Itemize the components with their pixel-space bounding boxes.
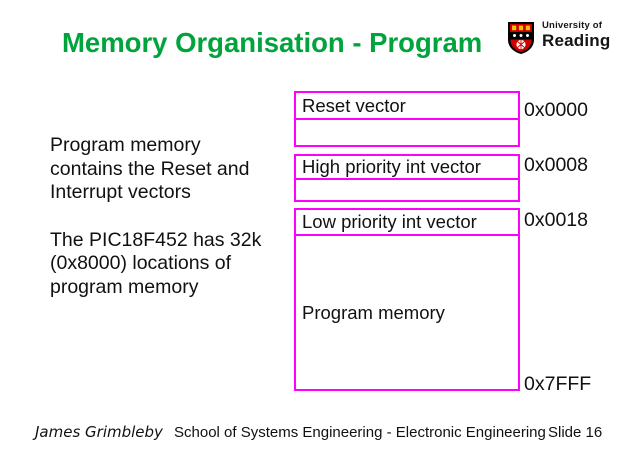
memory-box-empty-2 (294, 178, 520, 202)
address-label-0x0000: 0x0000 (524, 99, 588, 121)
footer-author: James Grimbleby (35, 423, 163, 441)
paragraph-pic18f452: The PIC18F452 has 32k (0x8000) locations… (50, 228, 262, 298)
memory-box-empty-1 (294, 118, 520, 147)
footer-department: School of Systems Engineering - Electron… (174, 424, 546, 441)
body-text: Program memory contains the Reset and In… (50, 134, 261, 299)
memory-box-reset-vector: Reset vector (294, 91, 520, 120)
address-label-0x0008: 0x0008 (524, 154, 588, 176)
memory-box-program-memory: Program memory (294, 234, 520, 391)
slide-title: Memory Organisation - Program (62, 27, 483, 58)
paragraph-program-memory: Program memory contains the Reset and In… (50, 134, 250, 203)
address-label-0x0018: 0x0018 (524, 209, 588, 231)
logo-text: University of Reading (542, 21, 610, 49)
memory-box-low-priority-int: Low priority int vector (294, 208, 520, 236)
logo-text-line2: Reading (542, 30, 611, 50)
memory-map-diagram: Reset vector High priority int vector Lo… (294, 91, 520, 392)
university-of-reading-logo: University of Reading (507, 21, 610, 55)
footer-slide-number: Slide 16 (548, 424, 603, 441)
address-label-0x7fff: 0x7FFF (524, 373, 592, 395)
university-shield-icon (508, 22, 534, 54)
memory-box-high-priority-int: High priority int vector (294, 154, 520, 180)
logo-text-line1: University of (542, 20, 603, 31)
